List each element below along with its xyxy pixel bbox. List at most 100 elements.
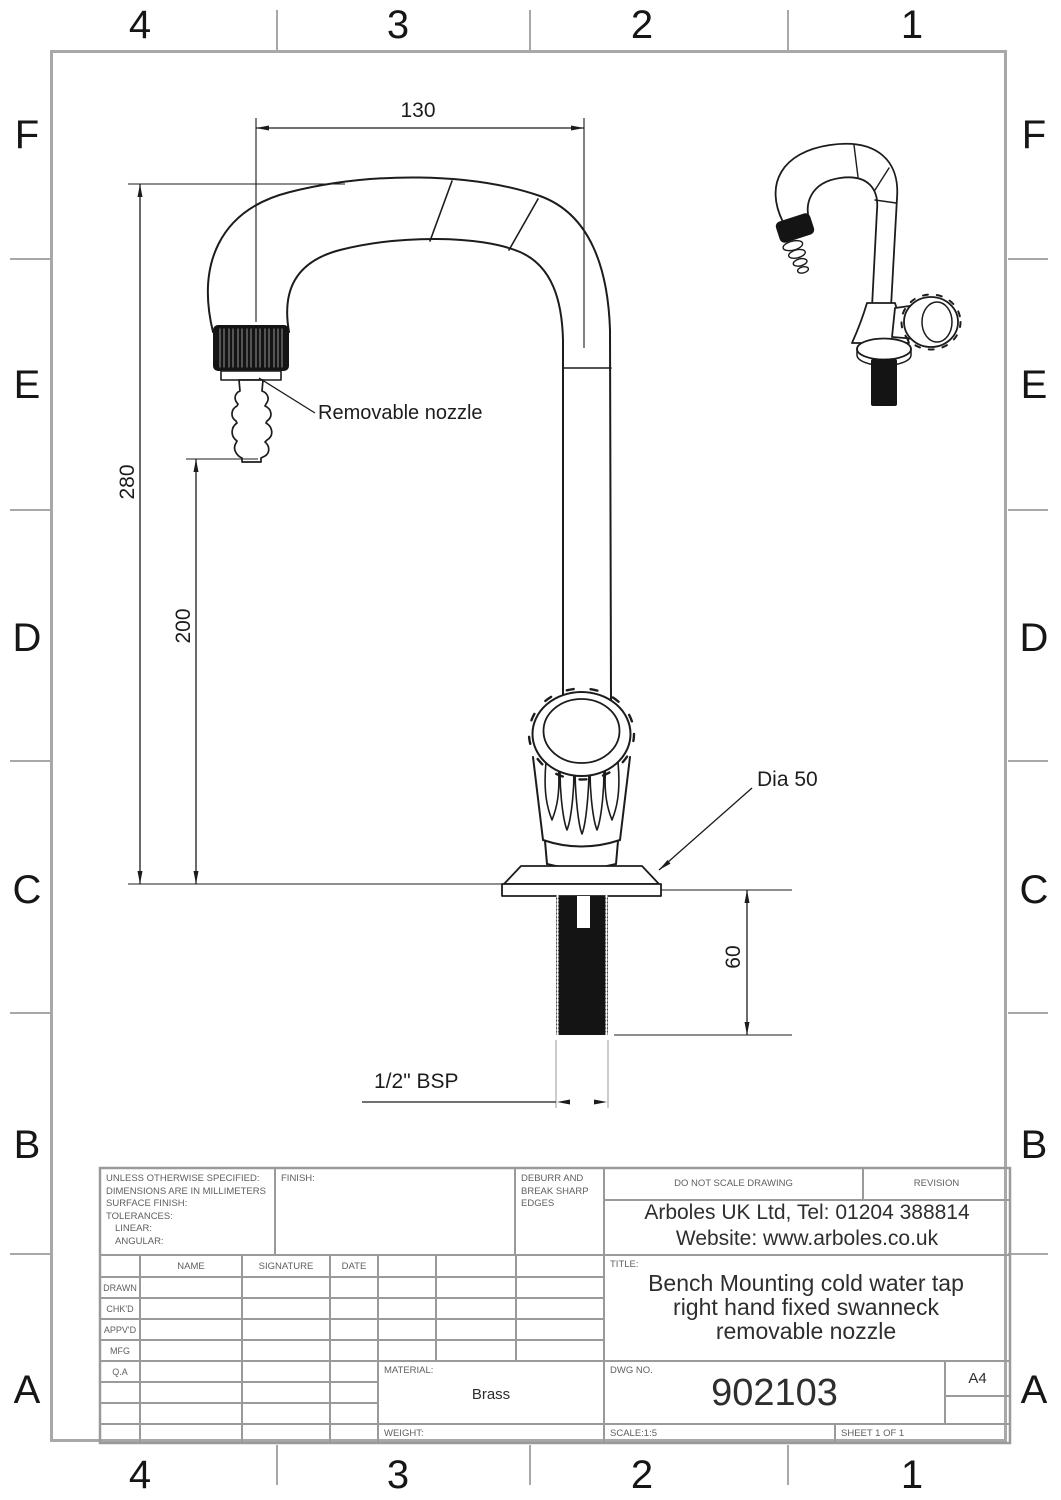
deburr-note: DEBURR AND BREAK SHARP EDGES: [521, 1173, 589, 1211]
knob-rim-scallops: [527, 687, 636, 781]
col-header-date: DATE: [341, 1261, 367, 1272]
nozzle-cap-knurling: [219, 328, 283, 368]
dim-200-label: 200: [172, 608, 195, 644]
spout-inner-edge: [286, 238, 564, 701]
zone-row-b-left: B: [13, 1123, 41, 1167]
dwg-no-label: DWG NO.: [610, 1365, 653, 1376]
leader-dia-50: [658, 787, 753, 871]
zone-row-a-left: A: [13, 1368, 41, 1412]
zone-row-a-right: A: [1020, 1368, 1048, 1412]
col-header-name: NAME: [177, 1261, 205, 1272]
zone-tick: [276, 10, 278, 50]
deburr-line: BREAK SHARP: [521, 1185, 589, 1197]
spout-seam: [429, 180, 453, 242]
iso-knob-ribs: [900, 293, 962, 351]
knob-collar: [542, 839, 621, 848]
zone-col-3-top: 3: [386, 3, 410, 47]
zone-tick: [10, 1253, 50, 1255]
zone-tick: [787, 1445, 789, 1485]
iso-spout-seam: [874, 199, 897, 204]
zone-row-e-left: E: [13, 363, 41, 407]
zone-row-e-right: E: [1020, 363, 1048, 407]
dwg-number: 902103: [711, 1372, 838, 1414]
row-label-mfg: MFG: [110, 1346, 130, 1356]
row-label-appvd: APPV'D: [103, 1325, 137, 1335]
zone-row-f-left: F: [14, 113, 40, 157]
paper-size: A4: [968, 1370, 987, 1387]
knob-rim-inner: [542, 698, 621, 764]
sheet-label: SHEET 1 OF 1: [841, 1428, 905, 1439]
zone-tick: [10, 258, 50, 260]
company-line-2: Website: www.arboles.co.uk: [675, 1227, 939, 1250]
scale-label: SCALE:1:5: [610, 1428, 657, 1439]
spout-outer-edge: [206, 176, 612, 701]
zone-row-f-right: F: [1021, 113, 1047, 157]
nozzle-barb: [231, 379, 273, 463]
zone-tick: [1008, 760, 1048, 762]
knob-neck: [615, 840, 619, 865]
zone-tick: [1008, 1253, 1048, 1255]
zone-tick: [1008, 509, 1048, 511]
removable-nozzle-label: Removable nozzle: [318, 402, 483, 424]
zone-tick: [10, 760, 50, 762]
bsp-label: 1/2" BSP: [374, 1070, 459, 1093]
tap-isometric-view: [774, 142, 962, 406]
drawing-title-line-2: right hand fixed swanneck: [673, 1294, 939, 1320]
do-not-scale-label: DO NOT SCALE DRAWING: [674, 1178, 793, 1189]
iso-nozzle-cap: [775, 213, 815, 243]
leader-removable-nozzle: [258, 377, 316, 414]
zone-row-c-right: C: [1019, 868, 1049, 912]
dim-130-label: 130: [400, 99, 436, 122]
iso-nozzle-barbs: [782, 239, 810, 274]
row-label-qa: Q.A: [112, 1367, 128, 1377]
revision-label: REVISION: [913, 1178, 960, 1189]
flange-plate: [501, 883, 662, 897]
iso-knob-face: [921, 301, 953, 343]
iso-spout-inner: [806, 176, 879, 308]
zone-col-4-top: 4: [128, 3, 152, 47]
iso-spout-outer: [774, 142, 899, 308]
deburr-line: EDGES: [521, 1198, 555, 1209]
title-block-grid: [98, 1166, 1012, 1445]
col-header-signature: SIGNATURE: [258, 1261, 314, 1272]
title-label: TITLE:: [610, 1259, 639, 1270]
row-label-chkd: CHK'D: [106, 1304, 134, 1314]
dim-60: [614, 890, 792, 1036]
zone-col-1-top: 1: [900, 3, 924, 47]
spec-note-line: UNLESS OTHERWISE SPECIFIED:: [106, 1173, 260, 1184]
zone-col-3-bottom: 3: [386, 1453, 410, 1497]
zone-tick: [10, 1012, 50, 1014]
zone-col-4-bottom: 4: [128, 1453, 152, 1497]
nozzle-cap: [213, 325, 289, 371]
spec-note-line: ANGULAR:: [115, 1235, 164, 1247]
material-label: MATERIAL:: [384, 1365, 434, 1376]
company-line-1: Arboles UK Ltd, Tel: 01204 388814: [644, 1201, 970, 1224]
zone-tick: [10, 509, 50, 511]
iso-spout-seam: [853, 144, 859, 178]
spec-note-line: TOLERANCES:: [106, 1210, 173, 1222]
knob-side: [532, 756, 544, 841]
row-label-drawn: DRAWN: [103, 1283, 137, 1293]
dim-280: [128, 183, 345, 884]
zone-tick: [1008, 258, 1048, 260]
zone-row-c-left: C: [12, 868, 42, 912]
spec-notes: UNLESS OTHERWISE SPECIFIED: DIMENSIONS A…: [106, 1173, 266, 1248]
zone-col-1-bottom: 1: [900, 1453, 924, 1497]
deburr-line: DEBURR AND: [521, 1173, 584, 1184]
dimensions: [128, 118, 792, 1108]
spec-note-line: SURFACE FINISH:: [106, 1198, 188, 1209]
dim-130: [255, 118, 585, 348]
dim-bsp: [362, 1040, 609, 1108]
thread-slot: [577, 896, 590, 928]
zone-tick: [276, 1445, 278, 1485]
zone-tick: [787, 10, 789, 50]
weight-label: WEIGHT:: [384, 1428, 424, 1439]
dim-280-label: 280: [116, 464, 139, 500]
zone-col-2-top: 2: [630, 3, 654, 47]
drawing-title-line-3: removable nozzle: [715, 1318, 897, 1344]
dia-50-label: Dia 50: [757, 768, 818, 791]
zone-row-d-left: D: [12, 616, 42, 660]
drawing-title-line-1: Bench Mounting cold water tap: [648, 1270, 964, 1296]
